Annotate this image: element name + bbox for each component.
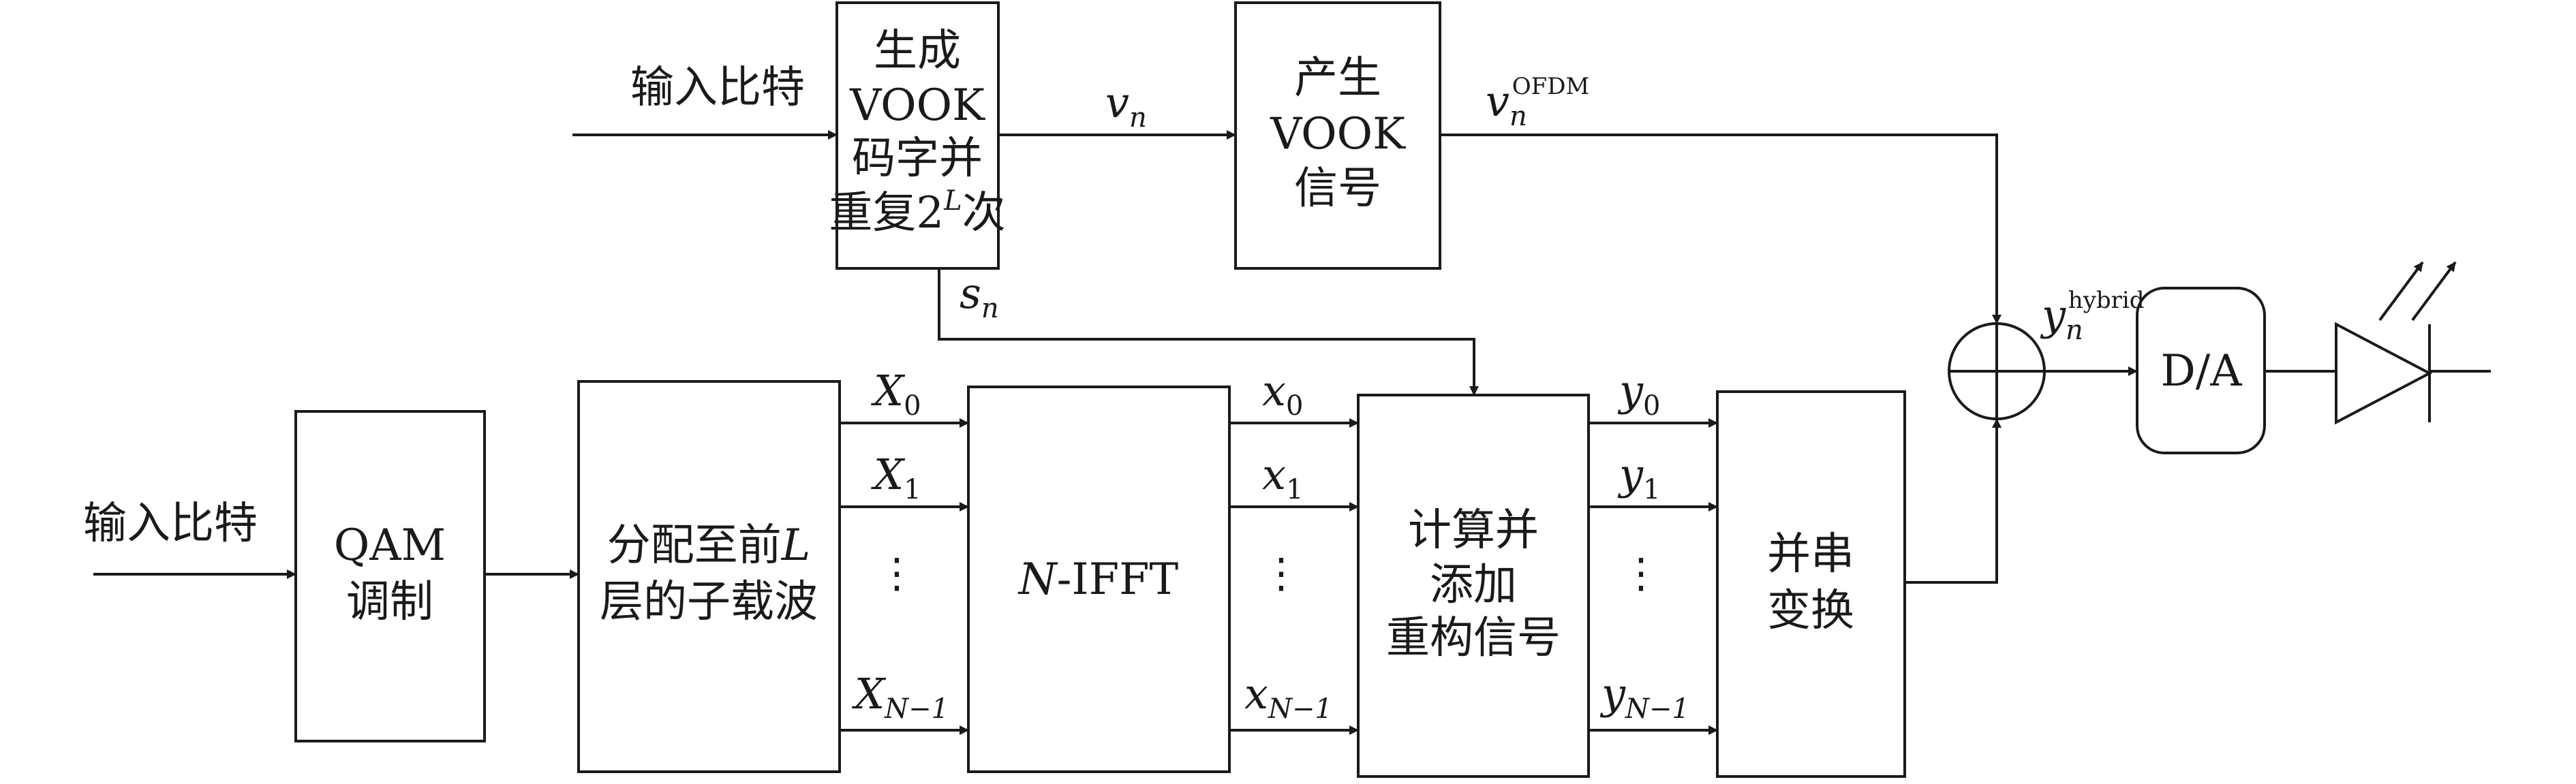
ps-line-1: 并串 [1767, 529, 1854, 580]
yN1-sub: N−1 [1625, 693, 1689, 725]
yhybrid-base: y [2040, 290, 2066, 340]
yhybrid-sup: hybrid [2068, 287, 2145, 314]
sn-base: s [960, 268, 981, 318]
sn-path [938, 268, 1479, 396]
top-input-label: 输入比特 [630, 63, 805, 113]
gen-vook-line-1: 生成 [874, 26, 961, 76]
ifft-label: N-IFFT [1017, 554, 1179, 605]
y1-base: y [1617, 450, 1644, 499]
XN1-sub: N−1 [884, 693, 949, 725]
vofdm-path [1440, 134, 2002, 324]
qam-block [294, 410, 486, 742]
xN1-sub: N−1 [1268, 693, 1332, 725]
yhybrid-label: ynhybrid [2040, 287, 2145, 346]
xN1-base: x [1244, 669, 1268, 719]
alloc-line-1: 分配至前L [607, 520, 811, 571]
XN1-base: X [852, 669, 887, 719]
vn-base: v [1105, 78, 1129, 127]
gen-vook-repeat-text: 重复2 [829, 188, 944, 238]
ps-line-2: 变换 [1767, 586, 1854, 636]
gen-vook-line-4: 重复2L次 [829, 185, 1005, 238]
y1-label: y1 [1617, 450, 1660, 505]
X0-base: X [871, 366, 906, 415]
led-light-arrow-1 [2378, 261, 2424, 322]
x1-label: x1 [1262, 450, 1303, 505]
sn-label: sn [960, 268, 999, 324]
X1-base: X [871, 450, 906, 499]
x1-base: x [1262, 450, 1286, 499]
vofdm-base: v [1486, 76, 1509, 126]
yhybrid-sub: n [2066, 315, 2083, 346]
da-label: D/A [2160, 346, 2242, 396]
y0-label: y0 [1617, 366, 1660, 422]
y0-base: y [1617, 366, 1644, 415]
vofdm-sub: n [1509, 101, 1527, 132]
alloc-line-2: 层的子载波 [600, 577, 818, 627]
x0-label: x0 [1262, 366, 1303, 422]
bottom-input-label: 输入比特 [83, 499, 258, 549]
ifft-rest: -IFFT [1057, 554, 1179, 605]
vn-label: vn [1105, 78, 1147, 134]
XN1-label: XN−1 [852, 669, 949, 725]
x-ellipsis: ⋮ [1261, 550, 1302, 597]
ps-block [1716, 390, 1906, 778]
alloc-text-a: 分配至前 [607, 520, 782, 571]
yN1-base: y [1599, 669, 1626, 719]
compute-line-2: 添加 [1430, 560, 1517, 610]
xN1-label: xN−1 [1244, 669, 1332, 725]
x0-base: x [1262, 366, 1286, 415]
x0-sub: 0 [1286, 390, 1303, 422]
yN1-label: yN−1 [1599, 669, 1689, 725]
produce-vook-line-1: 产生 [1294, 53, 1381, 104]
gen-vook-exp: L [943, 185, 962, 217]
sn-sub: n [981, 293, 999, 324]
X0-sub: 0 [904, 390, 921, 422]
vofdm-sup: OFDM [1512, 73, 1590, 100]
X0-label: X0 [871, 366, 921, 422]
X-ellipsis: ⋮ [876, 550, 917, 597]
y-ellipsis: ⋮ [1621, 550, 1661, 597]
y1-sub: 1 [1643, 474, 1660, 505]
alloc-L: L [781, 520, 811, 571]
compute-line-3: 重构信号 [1386, 613, 1561, 663]
produce-vook-line-2: VOOK [1270, 109, 1406, 159]
y0-sub: 0 [1643, 390, 1660, 422]
ifft-N: N [1017, 554, 1058, 605]
gen-vook-line-2: VOOK [849, 80, 985, 131]
qam-line-2: 调制 [346, 577, 433, 627]
gen-vook-line-3: 码字并 [852, 134, 983, 184]
X1-sub: 1 [904, 474, 921, 505]
ifft-block [967, 386, 1231, 773]
produce-vook-line-3: 信号 [1294, 163, 1381, 214]
compute-line-1: 计算并 [1408, 505, 1539, 556]
gen-vook-times: 次 [962, 188, 1006, 238]
vofdm-label: vnOFDM [1486, 73, 1589, 132]
led-light-arrow-2 [2411, 261, 2457, 322]
X1-label: X1 [871, 450, 921, 505]
ps-to-adder-path [1905, 418, 2002, 584]
x1-sub: 1 [1286, 474, 1303, 505]
vn-sub: n [1129, 102, 1147, 134]
led-triangle [2335, 322, 2433, 425]
qam-line-1: QAM [334, 520, 446, 571]
